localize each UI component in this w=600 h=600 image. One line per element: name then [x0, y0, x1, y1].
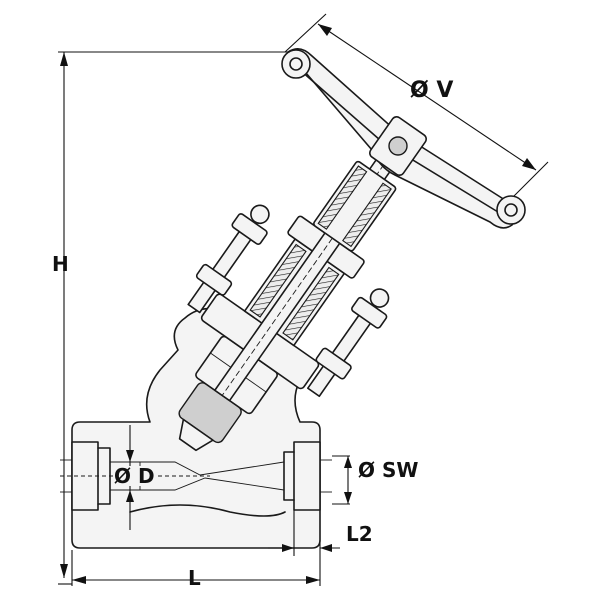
label-height: H: [52, 252, 69, 276]
label-length: L: [188, 566, 201, 590]
gland-bolt-right: [307, 288, 390, 398]
dimension-socket-depth: [268, 510, 340, 556]
handwheel: [281, 48, 526, 229]
label-handwheel-diameter: Ø V: [410, 78, 454, 103]
dimension-length: [71, 550, 321, 586]
bonnet-assembly: [178, 128, 416, 452]
label-socket-depth: L2: [346, 522, 373, 546]
label-bore-diameter: Ø D: [114, 464, 155, 488]
dimension-height: [58, 51, 290, 585]
dimension-handwheel-diameter: [284, 13, 549, 197]
label-socket-diameter: Ø SW: [358, 458, 419, 482]
gland-bolt-left: [187, 204, 270, 314]
dimension-socket-diameter: [332, 455, 352, 505]
